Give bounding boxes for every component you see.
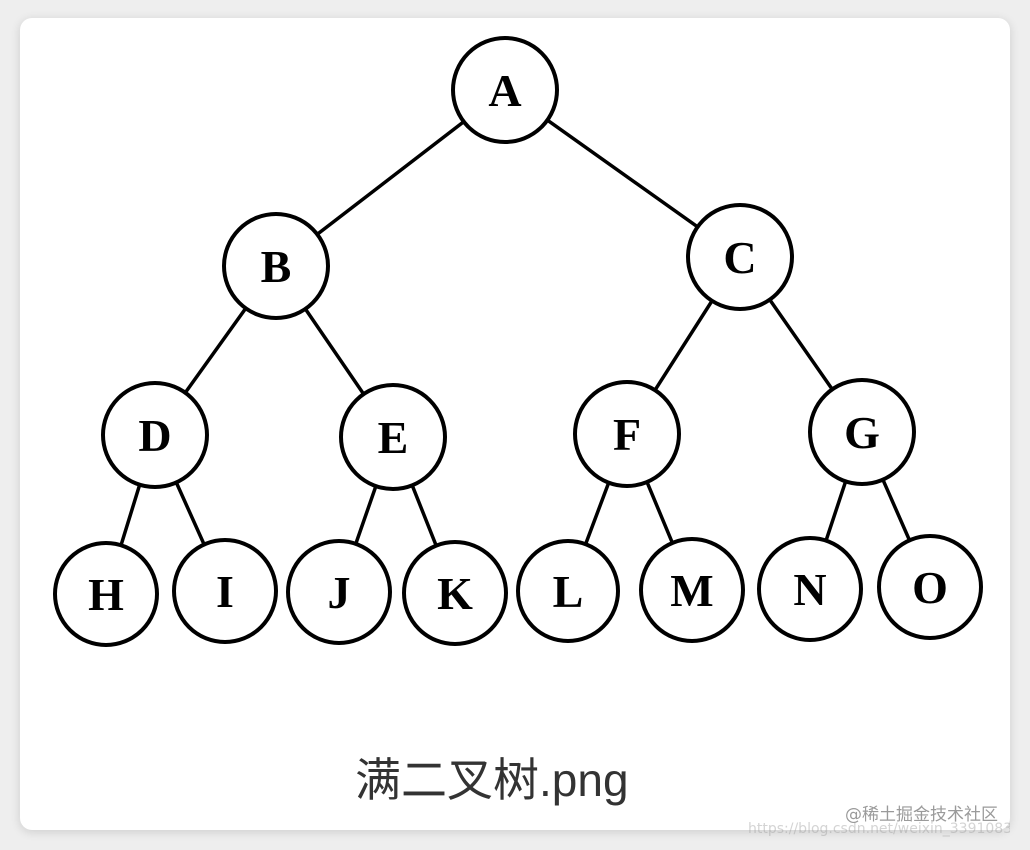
url-watermark: https://blog.csdn.net/weixin_3391083 bbox=[748, 821, 1010, 837]
node-label-j: J bbox=[328, 567, 351, 618]
node-label-c: C bbox=[723, 232, 756, 283]
tree-node-g: G bbox=[808, 378, 916, 486]
node-label-a: A bbox=[488, 65, 521, 116]
tree-node-i: I bbox=[172, 538, 278, 644]
tree-node-j: J bbox=[286, 539, 392, 645]
tree-node-a: A bbox=[451, 36, 559, 144]
tree-edges bbox=[104, 88, 932, 596]
image-caption: 满二叉树.png bbox=[355, 754, 629, 806]
tree-node-l: L bbox=[516, 539, 620, 643]
node-label-k: K bbox=[437, 568, 473, 619]
node-label-m: M bbox=[670, 565, 713, 616]
node-label-n: N bbox=[793, 564, 826, 615]
node-label-h: H bbox=[88, 569, 124, 620]
node-label-d: D bbox=[138, 410, 171, 461]
tree-node-h: H bbox=[53, 541, 159, 647]
node-label-e: E bbox=[378, 412, 409, 463]
tree-node-c: C bbox=[686, 203, 794, 311]
node-label-i: I bbox=[216, 566, 234, 617]
tree-node-d: D bbox=[101, 381, 209, 489]
tree-nodes: A B C D E F G H bbox=[53, 36, 983, 647]
node-label-g: G bbox=[844, 407, 880, 458]
tree-node-n: N bbox=[757, 536, 863, 642]
tree-node-e: E bbox=[339, 383, 447, 491]
tree-node-m: M bbox=[639, 537, 745, 643]
site-watermark: @稀土掘金技术社区 bbox=[845, 805, 998, 825]
node-label-f: F bbox=[613, 409, 641, 460]
node-label-b: B bbox=[261, 241, 292, 292]
tree-node-o: O bbox=[877, 534, 983, 640]
tree-node-f: F bbox=[573, 380, 681, 488]
tree-node-k: K bbox=[402, 540, 508, 646]
node-label-o: O bbox=[912, 562, 948, 613]
node-label-l: L bbox=[553, 566, 584, 617]
tree-node-b: B bbox=[222, 212, 330, 320]
